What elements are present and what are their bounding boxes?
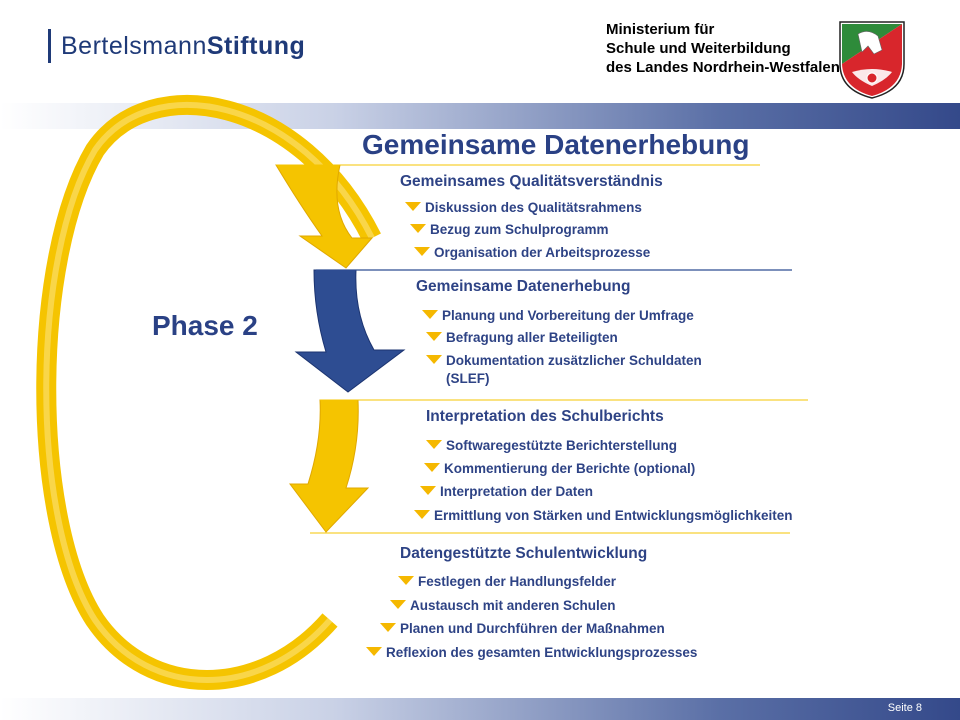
logo-bar: [48, 29, 51, 63]
arrow-phase-2: [294, 269, 406, 393]
ministry-line-1: Ministerium für: [606, 21, 715, 38]
section-2-item: Befragung aller Beteiligten: [426, 329, 618, 347]
section-3-item: Kommentierung der Berichte (optional): [424, 460, 695, 478]
section-1-item: Organisation der Arbeitsprozesse: [414, 244, 650, 262]
section-4-item: Reflexion des gesamten Entwicklungsproze…: [366, 644, 697, 662]
ministry-line-2: Schule und Weiterbildung: [606, 40, 791, 57]
arrow-phase-3: [289, 399, 370, 533]
bullet-triangle-icon: [390, 600, 406, 609]
section-4-item: Festlegen der Handlungsfelder: [398, 573, 616, 591]
bullet-triangle-icon: [414, 247, 430, 256]
ministry-line-3: des Landes Nordrhein-Westfalen: [606, 59, 840, 76]
bullet-triangle-icon: [414, 510, 430, 519]
section-4-title: Datengestützte Schulentwicklung: [400, 545, 648, 562]
bullet-triangle-icon: [380, 623, 396, 632]
nrw-coat-of-arms-icon: [839, 21, 905, 99]
logo-wordmark: BertelsmannStiftung: [61, 31, 306, 60]
page-number: Seite 8: [887, 702, 922, 714]
bullet-triangle-icon: [424, 463, 440, 472]
section-1-item: Diskussion des Qualitätsrahmens: [405, 199, 642, 217]
bullet-triangle-icon: [426, 332, 442, 341]
section-3-item: Ermittlung von Stärken und Entwicklungsm…: [414, 507, 793, 525]
section-4-item: Austausch mit anderen Schulen: [390, 597, 616, 615]
section-2-title: Gemeinsame Datenerhebung: [416, 278, 631, 295]
phase-label: Phase 2: [152, 310, 258, 341]
section-3-title: Interpretation des Schulberichts: [426, 408, 664, 425]
footer-band: [0, 698, 960, 720]
bertelsmann-logo: BertelsmannStiftung: [48, 28, 305, 64]
section-2-item: Planung und Vorbereitung der Umfrage: [422, 307, 694, 325]
section-1-title: Gemeinsames Qualitätsverständnis: [400, 173, 663, 190]
slide-title: Gemeinsame Datenerhebung: [362, 129, 750, 160]
section-2-item: Dokumentation zusätzlicher Schuldaten (S…: [426, 352, 746, 388]
bullet-triangle-icon: [366, 647, 382, 656]
bullet-triangle-icon: [426, 440, 442, 449]
bullet-triangle-icon: [420, 486, 436, 495]
section-4-item: Planen und Durchführen der Maßnahmen: [380, 620, 665, 638]
bullet-triangle-icon: [398, 576, 414, 585]
section-3-item: Interpretation der Daten: [420, 483, 593, 501]
ministry-name: Ministerium für Schule und Weiterbildung…: [606, 20, 840, 77]
bullet-triangle-icon: [422, 310, 438, 319]
bullet-triangle-icon: [426, 355, 442, 364]
arrow-phase-1: [275, 164, 374, 269]
bullet-triangle-icon: [405, 202, 421, 211]
bullet-triangle-icon: [410, 224, 426, 233]
section-3-item: Softwaregestützte Berichterstellung: [426, 437, 677, 455]
section-1-item: Bezug zum Schulprogramm: [410, 221, 609, 239]
